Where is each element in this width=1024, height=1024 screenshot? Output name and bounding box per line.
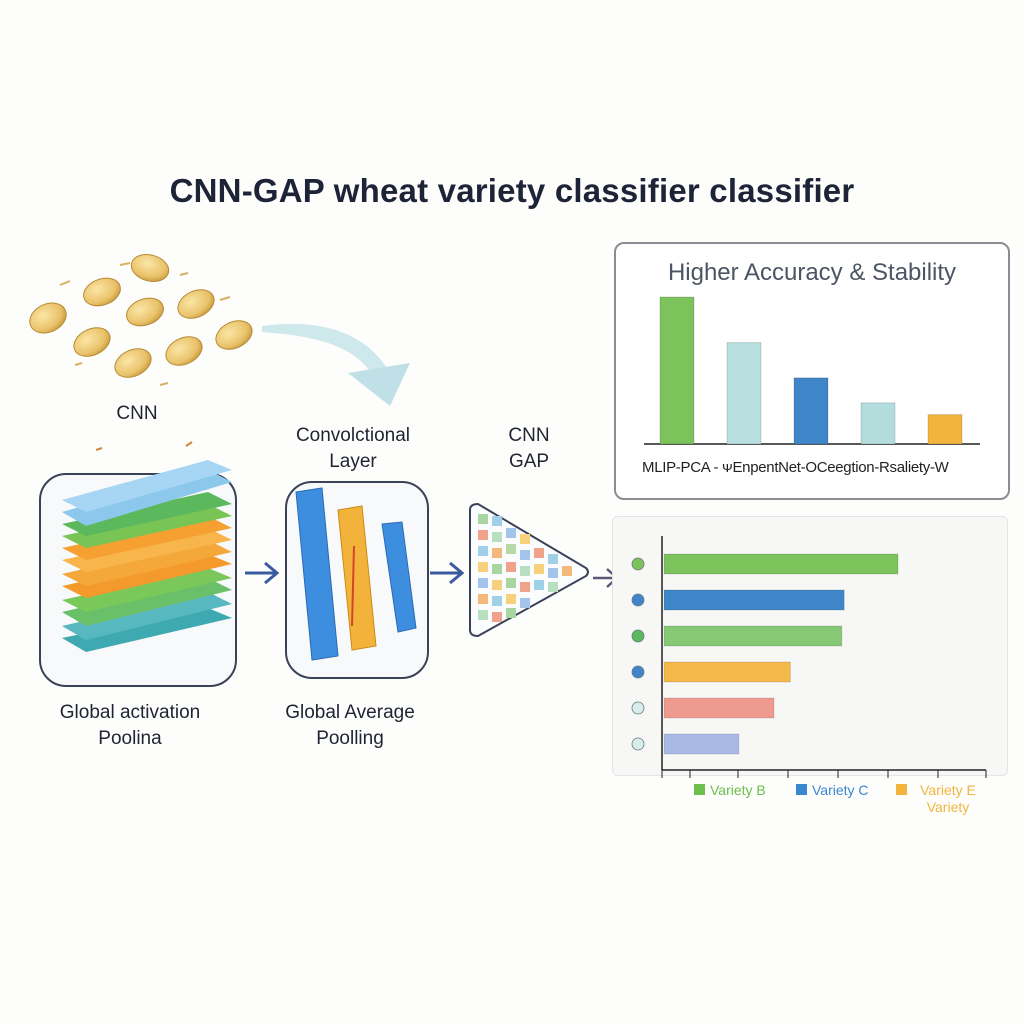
variety-bar	[663, 589, 845, 611]
legend-label: Variety E Variety	[920, 782, 976, 815]
row-marker	[631, 593, 645, 607]
legend-label: Variety B	[710, 782, 766, 798]
variety-bar	[663, 553, 899, 575]
row-marker	[631, 737, 645, 751]
accuracy-bar-chart	[644, 296, 980, 445]
accuracy-bar	[659, 296, 695, 445]
gap-funnel	[469, 502, 589, 638]
arrow-right-icon	[430, 561, 465, 585]
accuracy-bar	[927, 414, 963, 445]
variety-bar	[663, 697, 775, 719]
accuracy-panel-title: Higher Accuracy & Stability	[667, 259, 957, 286]
wheat-grains	[29, 254, 253, 386]
variety-bar	[663, 733, 740, 755]
conv-layer-label: Convolctional Layer	[295, 425, 411, 472]
variety-bar	[663, 625, 843, 647]
legend-item: Variety E Variety	[896, 782, 984, 816]
accuracy-x-labels: MLIP-PCA - ᴪEnpentNet-OCeegtion-Rsaliety…	[642, 459, 949, 476]
cnn-label: CNN	[116, 403, 158, 424]
legend-item: Variety B	[694, 782, 766, 798]
accuracy-bar	[860, 402, 896, 445]
legend-swatch	[694, 784, 705, 795]
wheat-grain	[29, 254, 253, 378]
diagram-title: CNN-GAP wheat variety classifier classif…	[169, 172, 855, 209]
variety-bar	[663, 661, 791, 683]
row-marker	[631, 629, 645, 643]
arrow-right-icon	[245, 561, 280, 585]
legend-label: Variety C	[812, 782, 869, 798]
accuracy-bar	[726, 342, 762, 445]
block1-caption: Global activation Poolina	[59, 702, 201, 749]
legend-item: Variety C	[796, 782, 869, 798]
variety-bar-chart	[631, 536, 987, 778]
row-marker	[631, 557, 645, 571]
variety-legend: Variety B Variety C Variety E Variety	[690, 782, 990, 822]
cnn-feature-stack	[39, 441, 237, 687]
block2-caption: Global Average Poolling	[285, 702, 415, 749]
conv-layer-slabs	[285, 481, 429, 679]
row-marker	[631, 665, 645, 679]
cnn-gap-label: CNN GAP	[508, 425, 550, 472]
accuracy-panel: Higher Accuracy & Stability MLIP-PCA - ᴪ…	[614, 242, 1010, 500]
legend-swatch	[896, 784, 907, 795]
curved-arrow	[262, 323, 410, 406]
row-marker	[631, 701, 645, 715]
accuracy-bar	[793, 377, 829, 445]
legend-swatch	[796, 784, 807, 795]
